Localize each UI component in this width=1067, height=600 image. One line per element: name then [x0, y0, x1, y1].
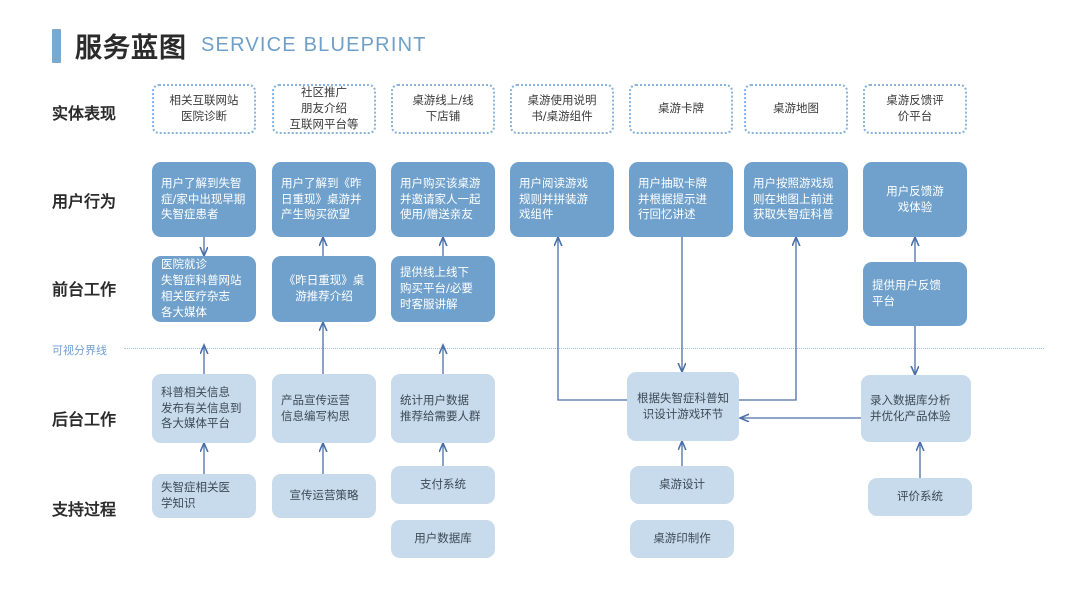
user-action-box-2[interactable]: 用户了解到《昨 日重现》桌游并 产生购买欲望: [272, 162, 376, 237]
row-label-user-actions: 用户行为: [52, 192, 117, 211]
backstage-box-2[interactable]: 产品宣传运营 信息编写构思: [272, 374, 376, 443]
support-box-game-design[interactable]: 桌游设计: [630, 466, 734, 504]
evidence-box-5[interactable]: 桌游卡牌: [629, 84, 733, 134]
frontstage-box-2[interactable]: 《昨日重现》桌 游推荐介绍: [272, 256, 376, 322]
evidence-box-1[interactable]: 相关互联网站 医院诊断: [152, 84, 256, 134]
user-action-box-3[interactable]: 用户购买该桌游 并邀请家人一起 使用/赠送亲友: [391, 162, 495, 237]
user-action-box-7[interactable]: 用户反馈游 戏体验: [863, 162, 967, 237]
frontstage-box-1[interactable]: 医院就诊 失智症科普网站 相关医疗杂志 各大媒体: [152, 256, 256, 322]
evidence-box-2[interactable]: 社区推广 朋友介绍 互联网平台等: [272, 84, 376, 134]
frontstage-box-4[interactable]: 提供用户反馈 平台: [863, 262, 967, 326]
page-header: 服务蓝图 SERVICE BLUEPRINT: [52, 26, 427, 65]
link-backstage-center-to-user4: [558, 237, 627, 401]
user-action-box-4[interactable]: 用户阅读游戏 规则并拼装游 戏组件: [510, 162, 614, 237]
support-box-medical-knowledge[interactable]: 失智症相关医 学知识: [152, 474, 256, 518]
user-action-box-6[interactable]: 用户按照游戏规 则在地图上前进 获取失智症科普: [744, 162, 848, 237]
evidence-box-3[interactable]: 桌游线上/线 下店铺: [391, 84, 495, 134]
evidence-box-4[interactable]: 桌游使用说明 书/桌游组件: [510, 84, 614, 134]
frontstage-box-3[interactable]: 提供线上线下 购买平台/必要 时客服讲解: [391, 256, 495, 322]
row-label-evidence: 实体表现: [52, 104, 117, 123]
backstage-box-1[interactable]: 科普相关信息 发布有关信息到 各大媒体平台: [152, 374, 256, 443]
row-label-backstage: 后台工作: [52, 410, 117, 429]
visibility-divider-line: [124, 348, 1044, 349]
row-label-support: 支持过程: [52, 500, 117, 519]
backstage-box-center[interactable]: 根据失智症科普知 识设计游戏环节: [627, 372, 739, 441]
support-box-marketing-strategy[interactable]: 宣传运营策略: [272, 474, 376, 518]
page-title-en: SERVICE BLUEPRINT: [201, 34, 427, 56]
title-accent-bar: [52, 28, 61, 63]
support-box-rating-system[interactable]: 评价系统: [868, 478, 972, 516]
page-title-cn: 服务蓝图: [75, 33, 187, 64]
evidence-box-7[interactable]: 桌游反馈评 价平台: [863, 84, 967, 134]
row-label-frontstage: 前台工作: [52, 280, 117, 299]
backstage-box-right[interactable]: 录入数据库分析 并优化产品体验: [861, 375, 971, 442]
user-action-box-1[interactable]: 用户了解到失智 症/家中出现早期 失智症患者: [152, 162, 256, 237]
support-box-payment-system[interactable]: 支付系统: [391, 466, 495, 504]
backstage-box-3[interactable]: 统计用户数据 推荐给需要人群: [391, 374, 495, 443]
user-action-box-5[interactable]: 用户抽取卡牌 并根据提示进 行回忆讲述: [629, 162, 733, 237]
link-backstage-center-to-user6: [738, 237, 796, 401]
support-box-game-printing[interactable]: 桌游印制作: [630, 520, 734, 558]
row-label-divider: 可视分界线: [52, 344, 107, 357]
evidence-box-6[interactable]: 桌游地图: [744, 84, 848, 134]
support-box-user-database[interactable]: 用户数据库: [391, 520, 495, 558]
